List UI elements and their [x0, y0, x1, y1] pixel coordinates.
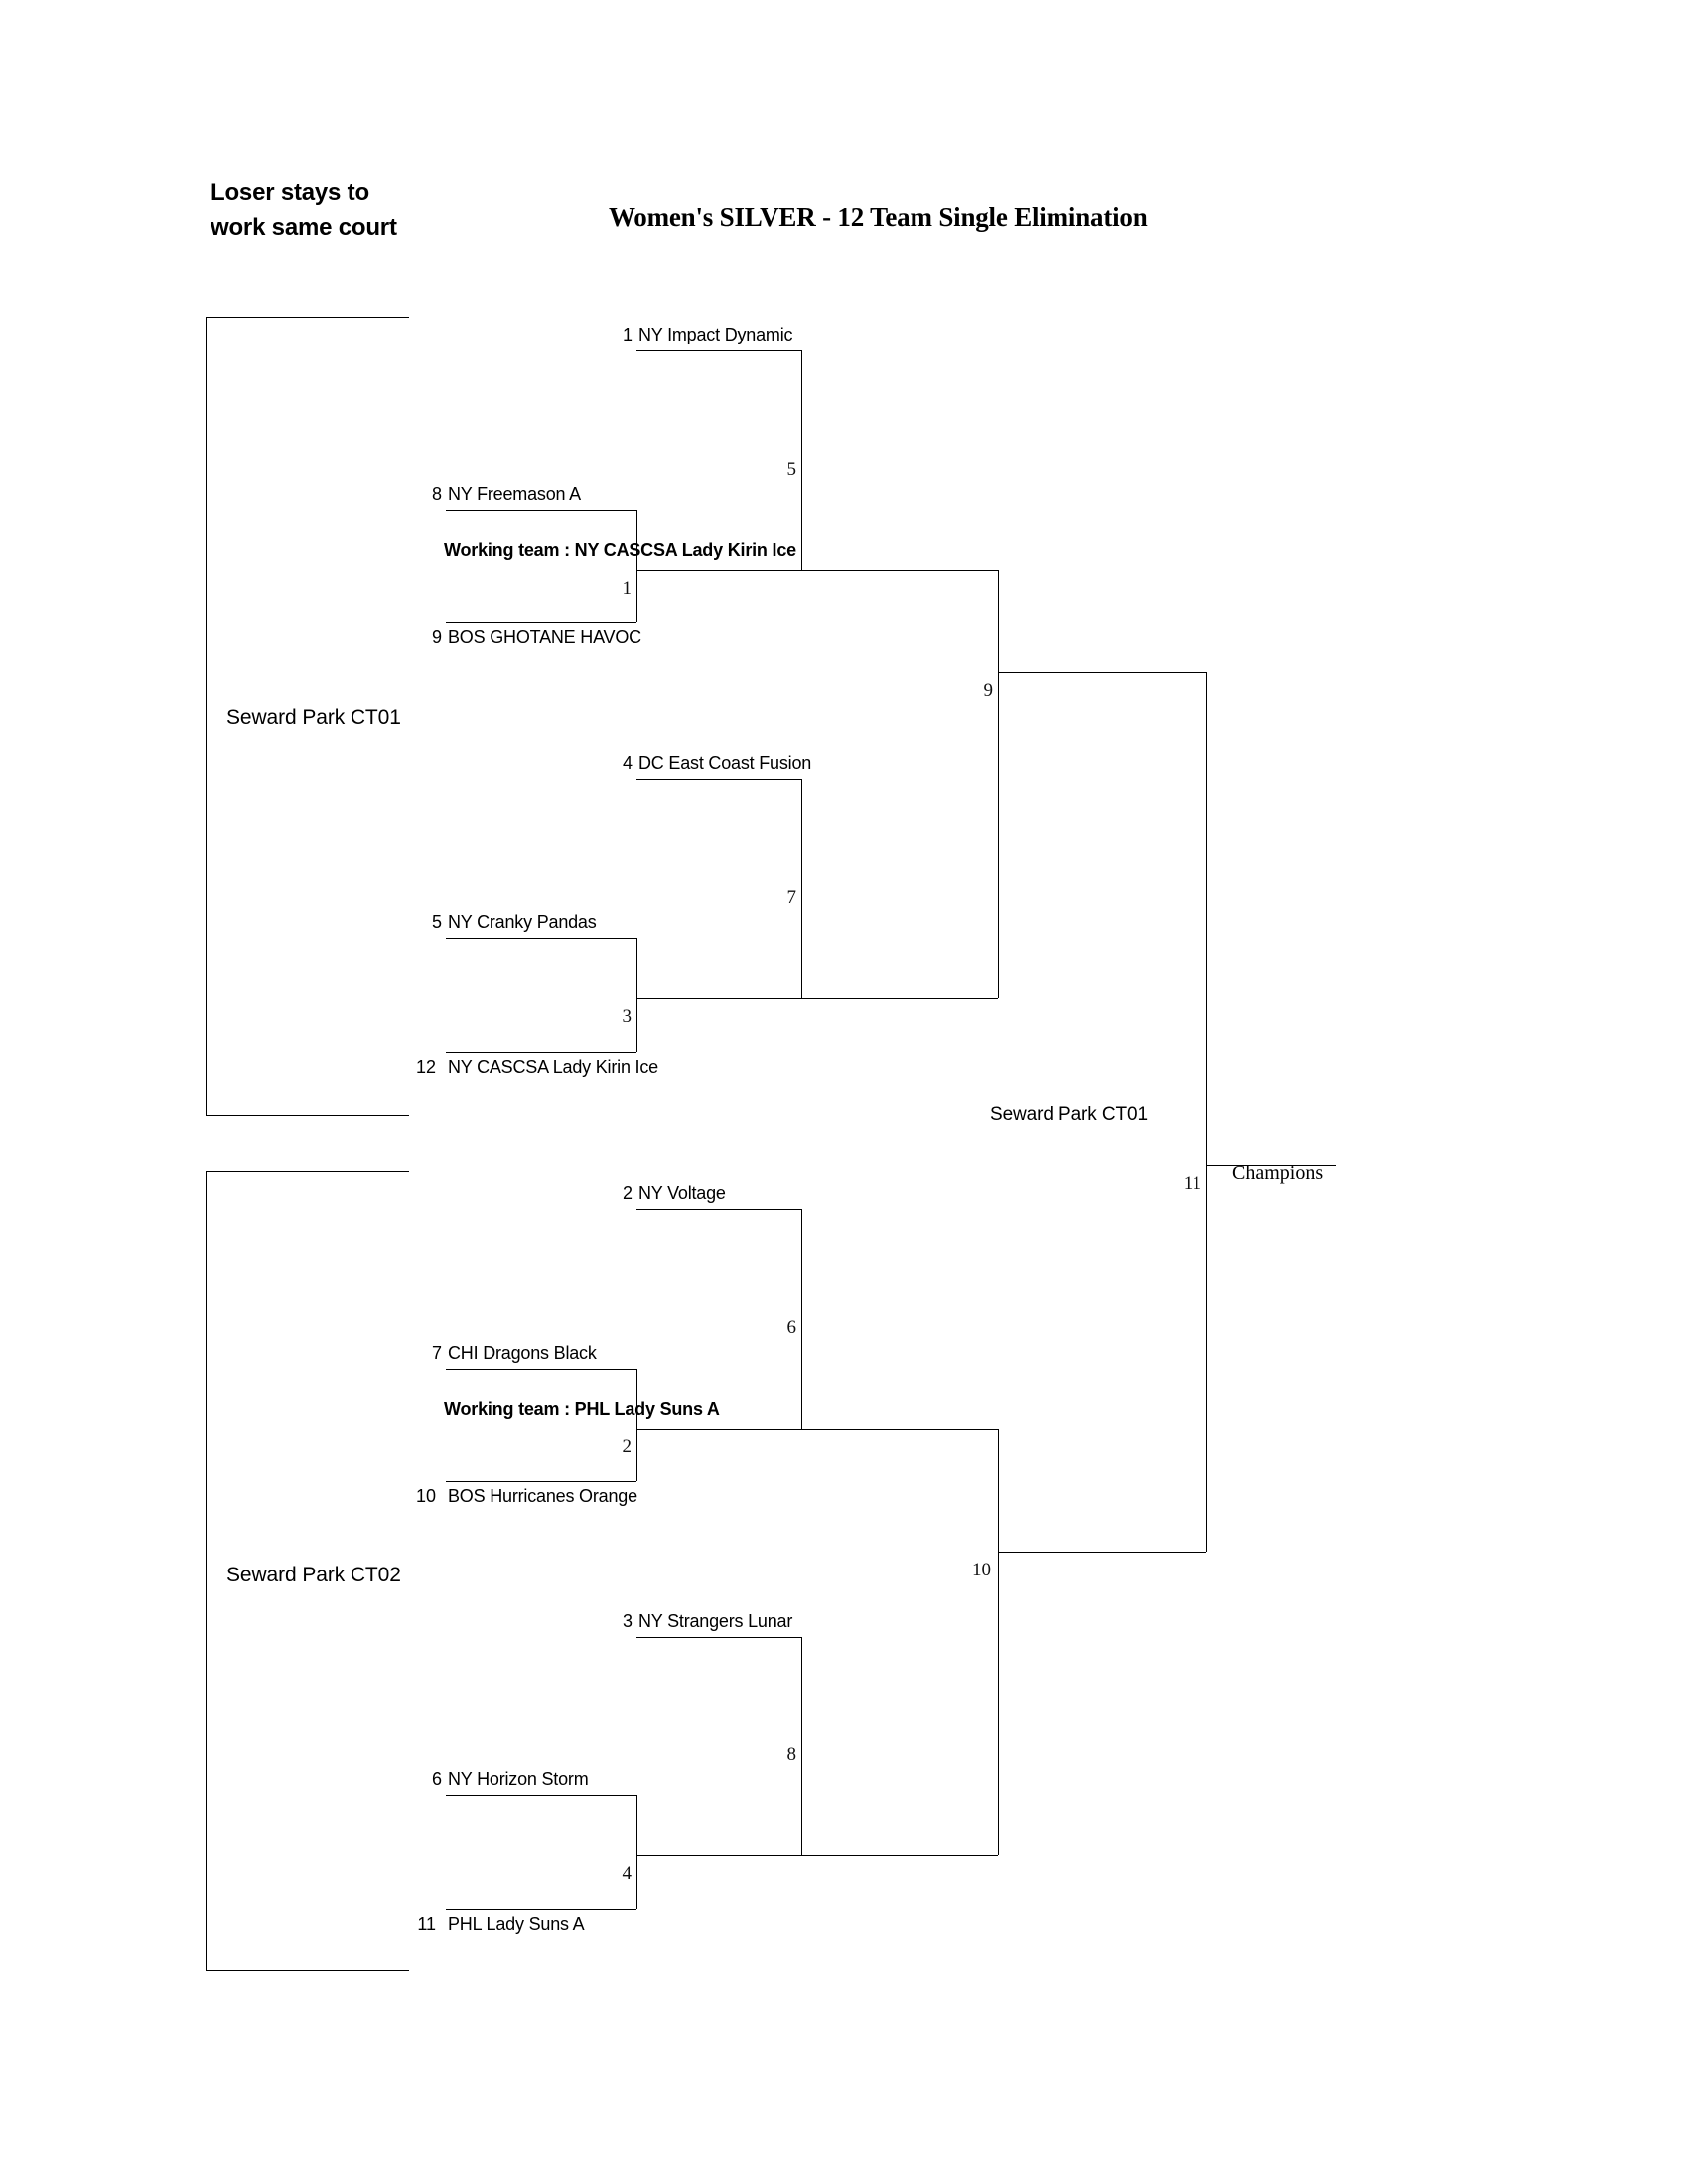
- seed-r2-g8-top: 3: [622, 1611, 633, 1631]
- champion-label: Champions: [1232, 1162, 1324, 1184]
- connector-h-game-2-out: [636, 1429, 801, 1430]
- connector-h-game-5-out: [801, 570, 998, 571]
- slot-line-r2-g7-top: [636, 779, 801, 780]
- game-number-8: 8: [786, 1744, 797, 1765]
- slot-line-r1-g1-top: [446, 510, 636, 511]
- team-r1-g2-top: CHI Dragons Black: [448, 1343, 597, 1363]
- slot-line-r2-g8-top: [636, 1637, 801, 1638]
- connector-h-game-8-out: [801, 1855, 998, 1856]
- connector-v-game-4: [636, 1795, 637, 1909]
- court-label-top: Seward Park CT01: [226, 706, 401, 729]
- game-number-6: 6: [786, 1317, 797, 1338]
- team-r1-g1-top: NY Freemason A: [448, 484, 581, 504]
- seed-r1-g1-bottom: 9: [431, 627, 442, 647]
- connector-v-game-3: [636, 938, 637, 1052]
- loser-stays-note-line2: work same court: [211, 214, 397, 241]
- slot-line-r1-g2-top: [446, 1369, 636, 1370]
- game-number-9: 9: [983, 680, 994, 701]
- team-r2-g7-top: DC East Coast Fusion: [638, 753, 812, 773]
- connector-v-game-2-upper: [636, 1369, 637, 1481]
- connector-h-game-1-out: [636, 570, 801, 571]
- game-number-3: 3: [622, 1006, 633, 1026]
- court-bottom-enclosure-bottom-line: [206, 1970, 409, 1971]
- game-number-5: 5: [786, 459, 797, 479]
- page-title: Women's SILVER - 12 Team Single Eliminat…: [609, 203, 1148, 232]
- connector-h-game-6-out: [801, 1429, 998, 1430]
- seed-r1-g3-top: 5: [431, 912, 442, 932]
- connector-v-game-10: [998, 1429, 999, 1855]
- slot-line-r2-g5-top: [636, 350, 801, 351]
- seed-r1-g3-bottom: 12: [415, 1057, 436, 1077]
- court-top-enclosure-bottom-line: [206, 1115, 409, 1116]
- seed-r1-g2-bottom: 10: [415, 1486, 436, 1506]
- team-r2-g5-top: NY Impact Dynamic: [638, 325, 793, 344]
- slot-line-r1-g3-bottom: [446, 1052, 636, 1053]
- connector-h-champion-line: [1206, 1165, 1336, 1166]
- slot-line-r2-g6-top: [636, 1209, 801, 1210]
- game-number-1: 1: [622, 578, 633, 599]
- connector-v-game-7: [801, 779, 802, 998]
- connector-v-game-8: [801, 1637, 802, 1855]
- connector-v-game-1-upper: [636, 510, 637, 622]
- court-label-final: Seward Park CT01: [990, 1104, 1148, 1125]
- connector-v-game-6: [801, 1209, 802, 1429]
- connector-h-game-3-out: [636, 998, 801, 999]
- slot-line-r1-g4-top: [446, 1795, 636, 1796]
- court-bottom-enclosure-left-line: [206, 1171, 207, 1970]
- working-team-r1-g2: Working team : PHL Lady Suns A: [444, 1399, 720, 1419]
- game-number-11: 11: [1183, 1173, 1201, 1194]
- slot-line-r1-g3-top: [446, 938, 636, 939]
- team-r1-g1-bottom: BOS GHOTANE HAVOC: [448, 627, 641, 647]
- team-r2-g8-top: NY Strangers Lunar: [638, 1611, 793, 1631]
- seed-r1-g4-bottom: 11: [417, 1914, 436, 1934]
- seed-r1-g2-top: 7: [431, 1343, 442, 1363]
- connector-h-game-7-out: [801, 998, 998, 999]
- court-top-enclosure-top-line: [206, 317, 409, 318]
- loser-stays-note-line1: Loser stays to: [211, 179, 369, 205]
- connector-h-game-9-out: [998, 672, 1206, 673]
- court-bottom-enclosure-top-line: [206, 1171, 409, 1172]
- seed-r2-g6-top: 2: [622, 1183, 633, 1203]
- game-number-2: 2: [622, 1436, 633, 1457]
- team-r1-g4-top: NY Horizon Storm: [448, 1769, 589, 1789]
- team-r1-g4-bottom: PHL Lady Suns A: [448, 1914, 585, 1934]
- team-r2-g6-top: NY Voltage: [638, 1183, 726, 1203]
- connector-v-game-9: [998, 570, 999, 998]
- seed-r2-g7-top: 4: [622, 753, 633, 773]
- court-top-enclosure-left-line: [206, 317, 207, 1115]
- connector-v-game-5: [801, 350, 802, 570]
- seed-r1-g1-top: 8: [431, 484, 442, 504]
- team-r1-g3-top: NY Cranky Pandas: [448, 912, 597, 932]
- slot-line-r1-g1-bottom: [446, 622, 636, 623]
- game-number-10: 10: [972, 1560, 991, 1580]
- connector-v-game-11-final: [1206, 672, 1207, 1552]
- team-r1-g2-bottom: BOS Hurricanes Orange: [448, 1486, 637, 1506]
- connector-h-game-4-out: [636, 1855, 801, 1856]
- team-r1-g3-bottom: NY CASCSA Lady Kirin Ice: [448, 1057, 658, 1077]
- slot-line-r1-g4-bottom: [446, 1909, 636, 1910]
- working-team-r1-g1: Working team : NY CASCSA Lady Kirin Ice: [444, 540, 796, 560]
- slot-line-r1-g2-bottom: [446, 1481, 636, 1482]
- seed-r1-g4-top: 6: [431, 1769, 442, 1789]
- seed-r2-g5-top: 1: [622, 325, 633, 344]
- game-number-4: 4: [622, 1863, 633, 1884]
- connector-h-game-10-out: [998, 1552, 1206, 1553]
- court-label-bottom: Seward Park CT02: [226, 1564, 401, 1586]
- game-number-7: 7: [786, 887, 797, 908]
